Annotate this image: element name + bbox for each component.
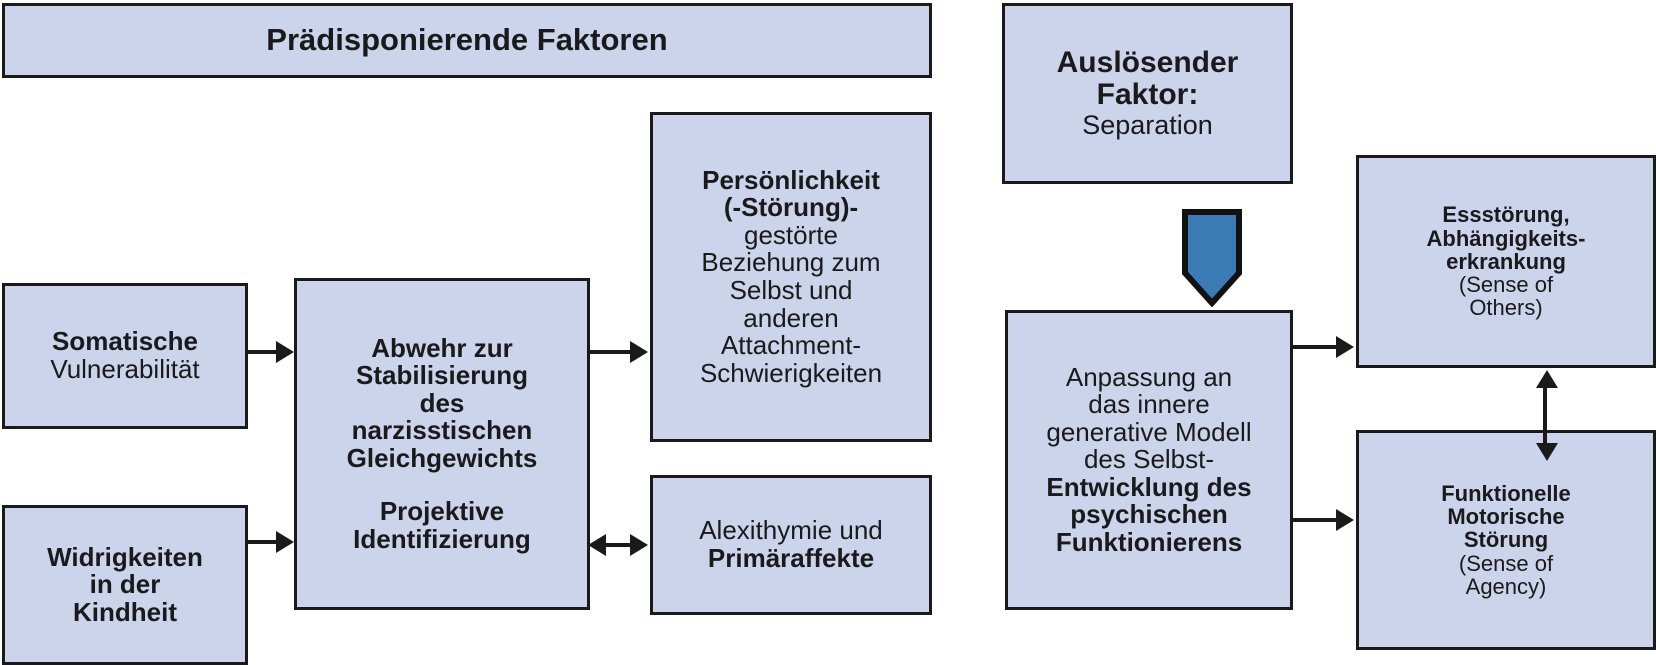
box-defense-line3: des [419,387,465,418]
box-adversity-line1: Widrigkeiten [47,541,203,572]
box-defense-line7: Identifizierung [353,523,531,554]
box-eating-disorder-addiction: Essstörung, Abhängigkeits- erkrankung (S… [1356,155,1656,368]
diagram-canvas: Prädisponierende Faktoren Somatische Vul… [2,3,1656,665]
box-personality-line4: Beziehung zum [701,247,881,278]
box-defense-line6: Projektive [379,496,505,527]
box-adaptation-line2: das innere [1088,389,1210,420]
box-alexithymia-primary-affects: Alexithymie und Primäraffekte [650,475,932,615]
box-alexithymia-line2: Primäraffekte [707,543,875,573]
blue-down-arrow-icon [1181,209,1243,308]
box-somatic-vulnerability: Somatische Vulnerabilität [2,283,248,429]
box-motor-line2: Motorische [1447,504,1565,530]
box-adversity-line3: Kindheit [73,596,177,627]
box-personality-line5: Selbst und [729,275,853,305]
box-adaptation-line4: des Selbst- [1083,444,1215,475]
title-box-predisposing-factors: Prädisponierende Faktoren [2,3,932,78]
box-adaptation-line3: generative Modell [1046,416,1252,447]
box-adaptation-line6: psychischen [1070,499,1228,530]
box-alexithymia-line1: Alexithymie und [699,515,883,546]
box-trigger-line2: Faktor: [1096,78,1199,112]
box-defense-narcissistic-balance: Abwehr zur Stabilisierung des narzisstis… [294,278,590,610]
box-motor-line3: Störung [1463,527,1549,553]
box-trigger-line1: Auslösender [1056,46,1239,80]
box-defense-line4: narzisstischen [351,415,533,446]
box-defense-line2: Stabilisierung [356,360,528,391]
box-adversity-line2: in der [89,569,161,600]
box-eating-line4: (Sense of [1458,272,1554,298]
box-personality-line8: Schwierigkeiten [699,357,883,388]
box-triggering-factor: Auslösender Faktor: Separation [1002,3,1293,184]
box-defense-line5: Gleichgewichts [346,442,538,473]
box-personality-line2: (-Störung)- [723,192,859,223]
box-personality-line6: anderen [743,302,839,333]
box-personality-line3: gestörte [744,219,838,250]
box-somatic-line2: Vulnerabilität [50,354,200,384]
box-adaptation-line1: Anpassung an [1065,361,1233,392]
box-motor-line1: Funktionelle [1441,480,1571,506]
box-personality-line1: Persönlichkeit [702,164,880,195]
box-motor-line4: (Sense of [1458,550,1554,576]
box-eating-line3: erkrankung [1446,248,1566,274]
box-eating-line5: Others) [1469,295,1543,321]
box-adaptation-generative-model: Anpassung an das innere generative Model… [1005,310,1293,610]
box-trigger-line3: Separation [1082,109,1213,140]
title-text: Prädisponierende Faktoren [266,22,668,58]
box-personality-disorder: Persönlichkeit (-Störung)- gestörte Bezi… [650,112,932,442]
box-eating-line1: Essstörung, [1442,202,1570,228]
box-eating-line2: Abhängigkeits- [1426,225,1586,251]
box-motor-line5: Agency) [1465,573,1547,599]
box-childhood-adversity: Widrigkeiten in der Kindheit [2,505,248,665]
box-personality-line7: Attachment- [720,330,862,361]
box-adaptation-line5: Entwicklung des [1046,471,1252,502]
box-defense-line1: Abwehr zur [371,332,513,363]
box-adaptation-line7: Funktionierens [1055,526,1243,557]
box-functional-motor-disorder: Funktionelle Motorische Störung (Sense o… [1356,430,1656,650]
box-somatic-line1: Somatische [52,326,198,357]
